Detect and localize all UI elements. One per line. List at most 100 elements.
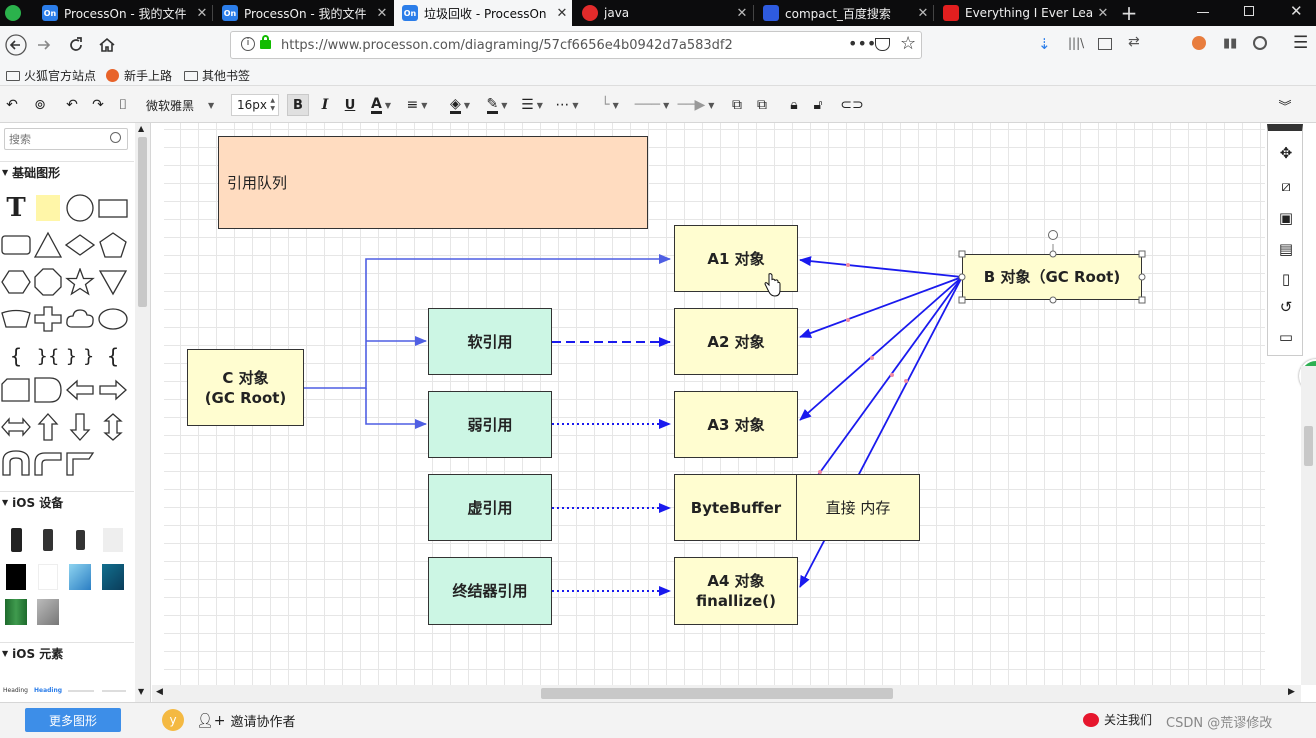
direct-memory-node[interactable]: 直接 内存 — [796, 474, 920, 541]
sidebar-icon[interactable] — [1098, 38, 1112, 50]
forward-icon[interactable] — [32, 33, 56, 57]
octagon-shape-icon[interactable] — [32, 267, 64, 297]
reference-queue-node[interactable]: 引用队列 — [218, 136, 648, 229]
brace-right-icon[interactable]: } } — [65, 345, 95, 367]
unlock-icon[interactable]: 🔓︎ — [813, 97, 823, 113]
wallpaper-green-icon[interactable] — [0, 597, 32, 627]
page-icon[interactable]: ▤ — [1278, 240, 1294, 258]
rectangle-shape-icon[interactable] — [97, 193, 129, 223]
wallpaper-blue-icon[interactable] — [64, 562, 96, 592]
tab-java[interactable]: java ✕ — [574, 0, 752, 26]
section-ios-elements[interactable]: ▼ iOS 元素 — [0, 642, 134, 664]
wallpaper-grey-icon[interactable] — [32, 597, 64, 627]
ios-heading-blue-element[interactable]: Heading — [34, 687, 63, 694]
scroll-right-icon[interactable]: ▶ — [1288, 687, 1295, 697]
horizontal-scroll-thumb[interactable] — [541, 688, 893, 699]
canvas-vertical-scrollbar[interactable] — [1301, 366, 1316, 685]
arrow-double-shape-icon[interactable] — [0, 412, 32, 442]
screen-white-icon[interactable] — [32, 562, 64, 592]
underline-button[interactable]: U — [344, 97, 356, 113]
iphone-small-device-icon[interactable] — [64, 525, 96, 555]
rounded-rect-shape-icon[interactable] — [0, 230, 32, 260]
iphone-white-device-icon[interactable] — [32, 525, 64, 555]
bracket-icon[interactable]: { — [106, 344, 120, 368]
brace-left-icon[interactable]: { — [9, 344, 23, 368]
diagram-canvas[interactable]: 引用队列 C 对象 (GC Root) 软引用 弱引用 虚引用 终结器引用 A1… — [152, 123, 1265, 685]
restore-icon[interactable] — [1244, 6, 1254, 16]
back-arrow-icon[interactable]: ↶ — [6, 97, 18, 113]
wallpaper-teal-icon[interactable] — [97, 562, 129, 592]
reload-icon[interactable] — [64, 33, 88, 57]
soft-reference-node[interactable]: 软引用 — [428, 308, 552, 375]
corner-shape-icon[interactable] — [64, 448, 96, 478]
connector-type-button[interactable]: └▼ — [596, 94, 624, 116]
arrow-up-shape-icon[interactable] — [32, 412, 64, 442]
ellipse-shape-icon[interactable] — [97, 304, 129, 334]
screen-black-icon[interactable] — [0, 562, 32, 592]
scroll-left-icon[interactable]: ◀ — [156, 687, 163, 697]
bring-front-icon[interactable]: ⧉ — [732, 97, 742, 113]
tab-processon-files-2[interactable]: On ProcessOn - 我的文件 ✕ — [214, 0, 392, 26]
data-icon[interactable]: ▣ — [1278, 209, 1294, 227]
ios-text-element[interactable] — [102, 690, 126, 692]
sync-icon[interactable]: ⇄ — [1128, 34, 1140, 50]
bold-button[interactable]: B — [287, 94, 309, 116]
comment-icon[interactable]: ▭ — [1278, 328, 1294, 346]
back-icon[interactable] — [4, 33, 28, 57]
arrow-right-shape-icon[interactable] — [97, 375, 129, 405]
navigator-icon[interactable]: ✥ — [1279, 144, 1293, 162]
banner-shape-icon[interactable] — [0, 304, 32, 334]
tag-shape-icon[interactable] — [32, 375, 64, 405]
phantom-reference-node[interactable]: 虚引用 — [428, 474, 552, 541]
collapse-toolbar-icon[interactable]: ︾ — [1278, 99, 1292, 115]
lock-icon[interactable]: 🔒︎ — [790, 97, 798, 113]
b-object-node[interactable]: B 对象（GC Root) — [962, 254, 1142, 300]
close-icon[interactable]: ✕ — [556, 5, 568, 21]
bookmark-firefox-site[interactable]: 火狐官方站点 — [6, 67, 96, 84]
extension-icon-3[interactable] — [1253, 36, 1267, 50]
fill-color-button[interactable]: ◈▼ — [444, 94, 476, 116]
line-width-button[interactable]: ☰▼ — [517, 94, 547, 116]
stepper-icon[interactable]: ▲▼ — [270, 97, 275, 112]
font-size-input[interactable]: 16px ▲▼ — [231, 94, 279, 116]
new-tab-button[interactable]: + — [1120, 1, 1138, 25]
tab-garbage-collection[interactable]: On 垃圾回收 - ProcessOn ✕ — [394, 0, 572, 26]
arrow-updown-shape-icon[interactable] — [97, 412, 129, 442]
line-start-button[interactable]: ───▼ — [632, 94, 672, 116]
panel-scrollbar[interactable]: ▲ ▼ — [135, 123, 150, 703]
section-basic-shapes[interactable]: ▼ 基础图形 — [0, 161, 134, 183]
ipad-device-icon[interactable] — [97, 525, 129, 555]
final-reference-node[interactable]: 终结器引用 — [428, 557, 552, 625]
brace-pair-icon[interactable]: }{ — [36, 345, 60, 367]
search-input[interactable] — [9, 130, 109, 148]
history-icon[interactable]: ↺ — [1279, 298, 1293, 316]
extension-icon[interactable] — [1192, 36, 1206, 50]
close-icon[interactable]: ✕ — [736, 5, 748, 21]
tab-processon-files-1[interactable]: On ProcessOn - 我的文件 ✕ — [34, 0, 212, 26]
card-shape-icon[interactable] — [0, 375, 32, 405]
search-icon[interactable] — [110, 132, 121, 143]
shield-shape-icon[interactable] — [97, 267, 129, 297]
italic-button[interactable]: I — [321, 97, 329, 113]
document-icon[interactable]: ▯ — [1281, 270, 1291, 288]
redo-icon[interactable]: ↷ — [92, 97, 104, 113]
star-shape-icon[interactable] — [64, 267, 96, 297]
text-tool-icon[interactable]: T — [6, 193, 26, 223]
firefox-menu-icon[interactable] — [5, 5, 21, 21]
scroll-down-icon[interactable]: ▼ — [138, 687, 145, 696]
circle-shape-icon[interactable] — [64, 193, 96, 223]
u-turn-shape-icon[interactable] — [0, 448, 32, 478]
paintbrush-icon[interactable]: ⌷ — [118, 97, 128, 113]
a4-object-node[interactable]: A4 对象 finallize() — [674, 557, 798, 625]
close-icon[interactable]: ✕ — [1097, 5, 1109, 21]
home-icon[interactable] — [95, 33, 119, 57]
tab-baidu-search[interactable]: compact_百度搜索 ✕ — [755, 0, 933, 26]
a2-object-node[interactable]: A2 对象 — [674, 308, 798, 375]
format-painter-icon[interactable]: ⊚ — [34, 97, 46, 113]
bookmark-star-icon[interactable]: ☆ — [900, 33, 917, 54]
ios-placeholder-element[interactable] — [68, 690, 94, 692]
cross-shape-icon[interactable] — [32, 304, 64, 334]
c-object-node[interactable]: C 对象 (GC Root) — [187, 349, 304, 426]
minimize-icon[interactable] — [1197, 12, 1209, 13]
note-shape-icon[interactable] — [32, 193, 64, 223]
